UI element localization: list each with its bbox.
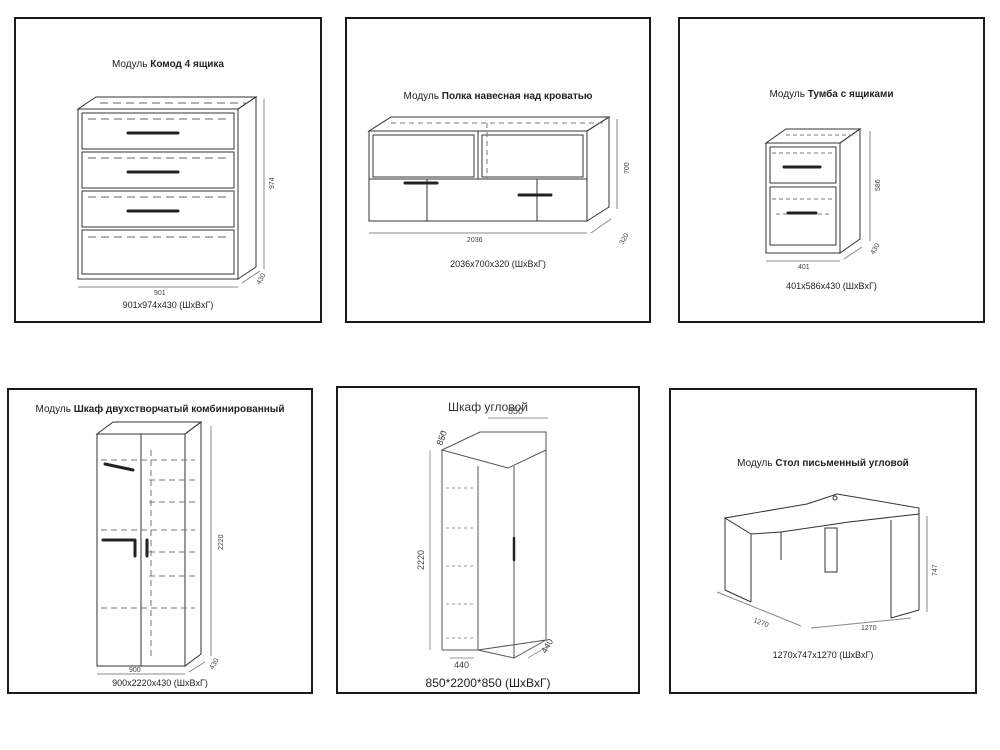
wall-shelf-drawing: 2036 700 320 (367, 116, 631, 246)
depth-label: 430 (256, 272, 268, 286)
module-card-nightstand: Модуль Тумба с ящиками 401 586 430 40 (678, 17, 985, 323)
module-dimensions: 2036x700x320 (ШxВxГ) (450, 259, 546, 269)
height-label: 2220 (218, 534, 225, 550)
width-label: 900 (129, 667, 141, 674)
height-label: 747 (932, 564, 939, 576)
depth-label: 430 (209, 657, 221, 671)
corner-wardrobe-drawing: 850 2220 850 440 440 (416, 406, 555, 670)
module-card-double-wardrobe: Модуль Шкаф двухстворчатый комбинированн… (7, 388, 313, 694)
module-card-corner-wardrobe: Шкаф угловой 850 (336, 386, 640, 694)
module-card-chest-of-drawers: Модуль Комод 4 ящика (14, 17, 322, 323)
corner-desk-drawing: 1270 1270 747 (716, 493, 939, 632)
module-title: Модуль Шкаф двухстворчатый комбинированн… (35, 404, 285, 415)
depth-label: 1270 (752, 617, 769, 629)
module-dimensions: 901x974x430 (ШxВxГ) (122, 300, 214, 310)
nightstand-drawing: 401 586 430 (764, 128, 882, 271)
module-dimensions: 1270x747x1270 (ШxВxГ) (772, 650, 874, 660)
double-wardrobe-drawing: 900 2220 430 (95, 421, 225, 675)
module-title: Шкаф угловой (448, 400, 528, 414)
side-depth-label-2: 440 (539, 637, 555, 655)
width-label: 2036 (467, 237, 483, 244)
depth-label: 320 (619, 232, 631, 246)
module-title: Модуль Стол письменный угловой (737, 458, 909, 469)
module-title: Модуль Тумба с ящиками (769, 89, 894, 100)
module-dimensions: 900x2220x430 (ШxВxГ) (112, 678, 208, 688)
depth-label: 430 (870, 242, 882, 256)
width-label: 1270 (861, 625, 877, 632)
module-title: Модуль Комод 4 ящика (111, 59, 224, 70)
module-card-wall-shelf: Модуль Полка навесная над кроватью 2036 (345, 17, 651, 323)
width-label: 901 (154, 290, 166, 297)
width-label: 850 (508, 406, 523, 416)
module-dimensions: 850*2200*850 (ШxВxГ) (425, 676, 551, 690)
side-depth-label: 440 (454, 660, 469, 670)
chest-of-drawers-drawing: 901 974 430 (76, 96, 276, 297)
height-label: 586 (875, 179, 882, 191)
module-dimensions: 401x586x430 (ШxВxГ) (786, 281, 877, 291)
height-label: 974 (269, 177, 276, 189)
module-title: Модуль Полка навесная над кроватью (403, 91, 593, 102)
depth-label: 850 (434, 429, 449, 447)
height-label: 2220 (416, 550, 426, 570)
width-label: 401 (798, 264, 810, 271)
height-label: 700 (624, 162, 631, 174)
module-card-corner-desk: Модуль Стол письменный угловой 1270 1270… (669, 388, 977, 694)
